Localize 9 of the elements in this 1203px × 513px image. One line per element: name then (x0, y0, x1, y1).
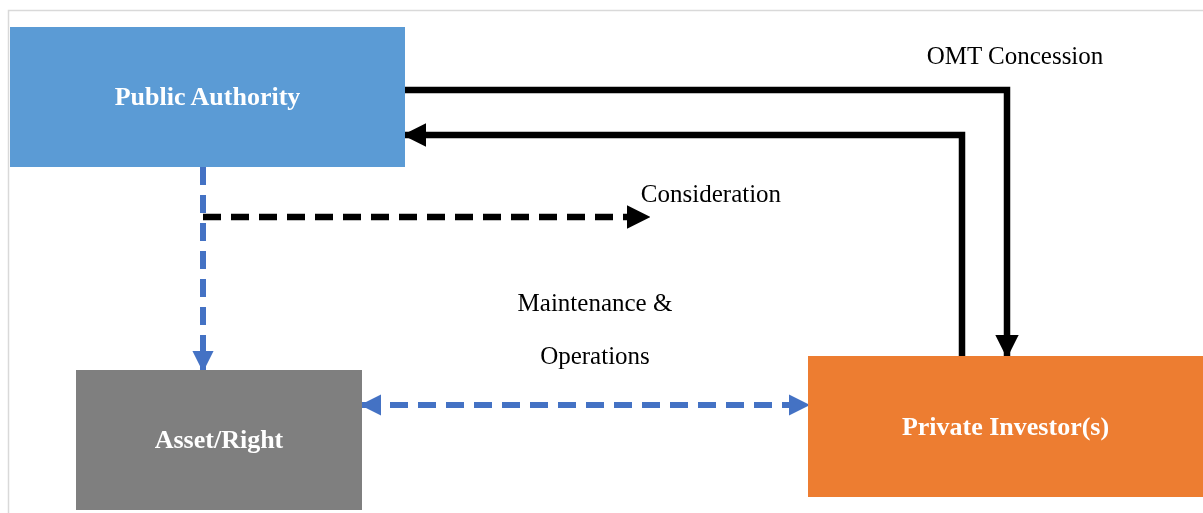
node-title: Public Authority (114, 82, 301, 112)
node-title: Asset/Right (154, 425, 284, 455)
arrow (192, 167, 214, 373)
arrow (405, 86, 1019, 359)
authority-box (10, 27, 405, 167)
node-title: Private Investor(s) (901, 411, 1110, 442)
investor-box (808, 356, 1203, 497)
consideration-text: Consideration (622, 176, 800, 212)
asset-box (76, 370, 362, 510)
